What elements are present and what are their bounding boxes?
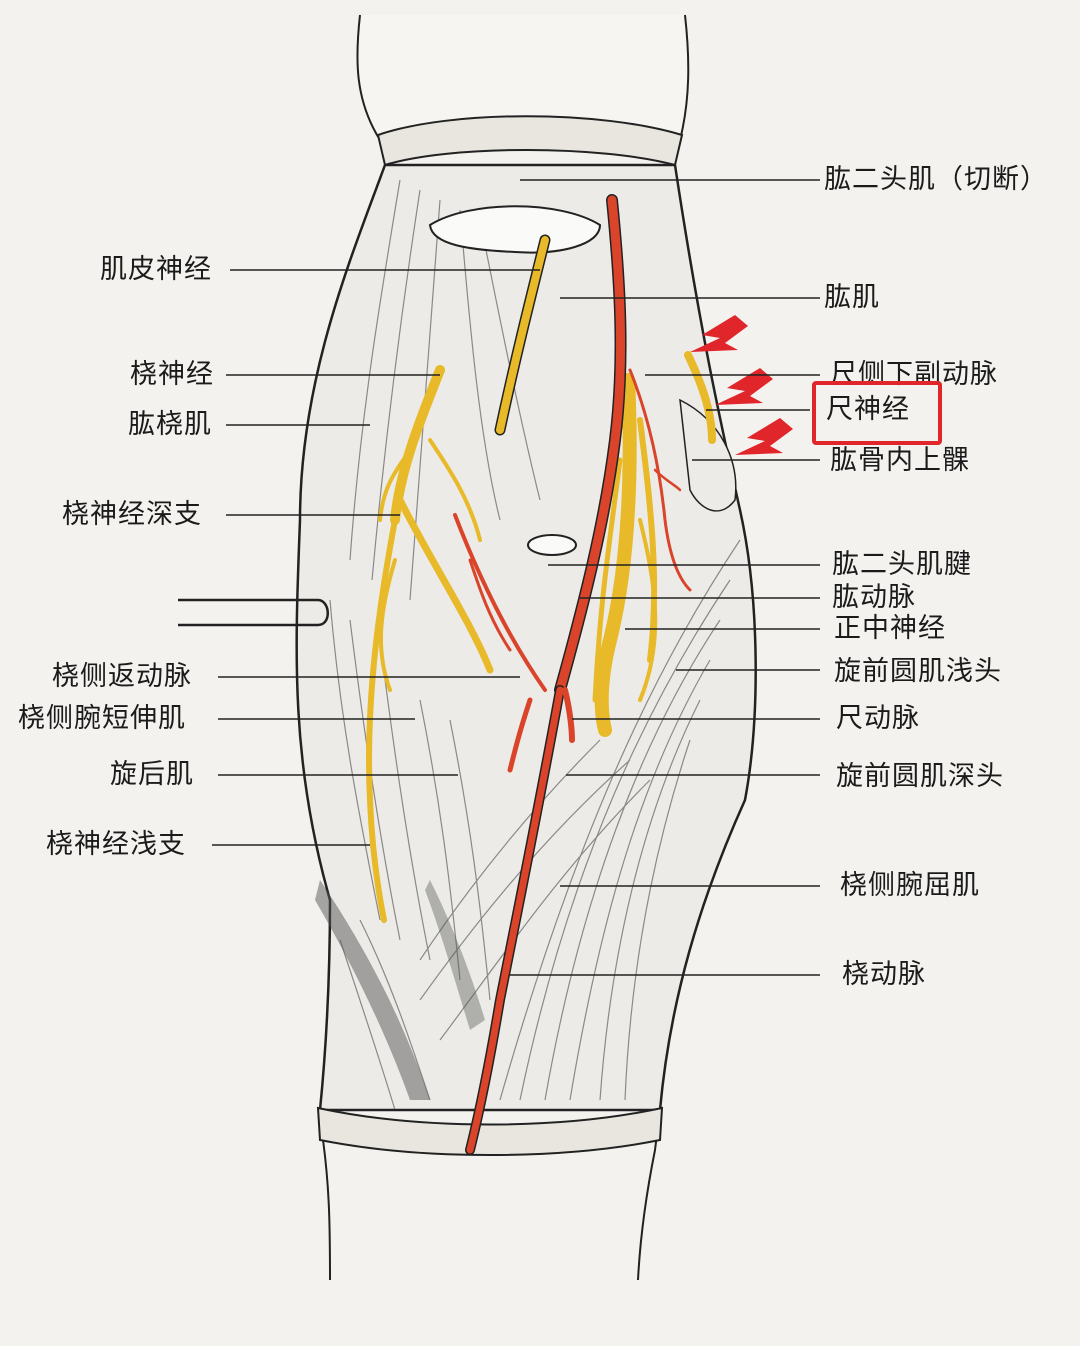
label-biceps-cut: 肱二头肌（切断） [824, 164, 1048, 195]
label-radial-nerve-superficial-branch: 桡神经浅支 [46, 829, 186, 860]
label-ulnar-nerve: 尺神经 [826, 394, 910, 425]
muscle-shadow [425, 880, 485, 1030]
label-pronator-teres-superficial: 旋前圆肌浅头 [834, 656, 1002, 687]
highlight-box [812, 381, 942, 445]
label-pronator-teres-deep: 旋前圆肌深头 [836, 761, 1004, 792]
ulnar-artery [562, 687, 575, 743]
label-radial-recurrent-artery: 桡侧返动脉 [52, 661, 192, 692]
label-ulnar-artery: 尺动脉 [836, 703, 920, 734]
label-medial-epicondyle: 肱骨内上髁 [830, 445, 970, 476]
cut-forearm-edge [316, 1106, 664, 1156]
label-brachioradialis: 肱桡肌 [128, 409, 212, 440]
ulnar-nerve [684, 351, 716, 444]
median-nerve [594, 373, 637, 737]
arteries [453, 194, 692, 1155]
nerves [366, 234, 716, 923]
label-supinator: 旋后肌 [110, 759, 194, 790]
label-median-nerve: 正中神经 [834, 613, 946, 644]
label-brachial-artery: 肱动脉 [832, 582, 916, 613]
label-biceps-tendon: 肱二头肌腱 [832, 549, 972, 580]
label-ecrb: 桡侧腕短伸肌 [18, 703, 186, 734]
label-radial-artery: 桡动脉 [842, 959, 926, 990]
muscle-shadow [315, 880, 430, 1100]
inferior-ulnar-collateral-artery [628, 368, 692, 592]
label-radial-nerve-deep-branch: 桡神经深支 [62, 499, 202, 530]
radial-nerve-superficial-branch [366, 517, 398, 923]
retractor [178, 598, 329, 627]
biceps-tendon-stub [527, 534, 577, 556]
label-musculocutaneous-nerve: 肌皮神经 [100, 254, 212, 285]
leader-lines [212, 179, 820, 976]
radial-nerve-deep-branch [396, 496, 494, 674]
red-arrow-icon [690, 315, 793, 455]
label-brachialis: 肱肌 [824, 282, 880, 313]
biceps-cut-surface [428, 205, 602, 254]
label-fcr: 桡侧腕屈肌 [840, 870, 980, 901]
radial-recurrent-artery [453, 513, 547, 692]
label-radial-nerve: 桡神经 [130, 359, 214, 390]
